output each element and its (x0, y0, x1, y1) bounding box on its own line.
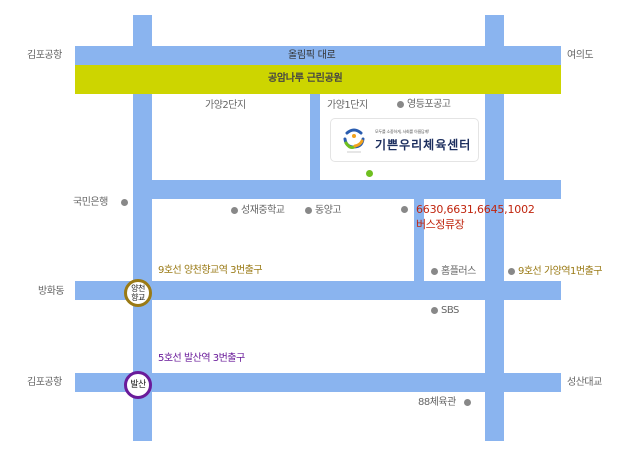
label-seongsan-bridge: 성산대교 (567, 377, 602, 388)
road-vertical-right (485, 15, 504, 441)
bus-stop-label: 버스정류장 (416, 218, 465, 231)
road-horizontal-1 (133, 180, 561, 199)
label-gayang-1-danji: 가양1단지 (327, 100, 368, 111)
bus-stop-routes: 6630,6631,6645,1002 (416, 203, 535, 216)
kookmin-bank-dot-icon (121, 199, 128, 206)
balsan-station[interactable]: 발산 (124, 371, 152, 399)
label-88-gym: 88체육관 (418, 397, 456, 408)
road-vertical-short (414, 195, 424, 281)
balsan-station-name: 발산 (130, 379, 146, 390)
dongyang-hs-dot-icon (305, 207, 312, 214)
label-yeongdeungpo-hs: 영등포공고 (407, 99, 451, 110)
road-olympic (75, 46, 561, 65)
label-banghwa-dong: 방화동 (38, 286, 65, 297)
yeongdeungpo-hs-dot-icon (397, 101, 404, 108)
label-seongjae-ms: 성재중학교 (241, 205, 285, 216)
label-gimpo-airport-top: 김포공항 (27, 50, 62, 61)
gayang-station-exit-label: 9호선 가양역1번출구 (518, 266, 603, 277)
sbs-dot-icon (431, 307, 438, 314)
park-gongamnaru (75, 65, 561, 94)
road-horizontal-3 (75, 373, 561, 392)
gayang-station-dot-icon (508, 268, 515, 275)
label-gayang-2-danji: 가양2단지 (205, 100, 246, 111)
yangcheon-station-name-2: 향교 (131, 293, 145, 302)
seongjae-ms-dot-icon (231, 207, 238, 214)
yangcheon-hyanggyo-station[interactable]: 양천 향교 (124, 279, 152, 307)
logo-name: 기쁜우리체육센터 (375, 138, 472, 152)
bus-stop-dot-icon (401, 206, 408, 213)
balsan-station-exit-label: 5호선 발산역 3번출구 (158, 353, 245, 364)
olympic-road-label: 올림픽 대로 (288, 50, 336, 61)
park-label: 공암나루 근린공원 (268, 73, 343, 84)
yangcheon-station-exit-label: 9호선 양천향교역 3번출구 (158, 265, 263, 276)
destination-logo[interactable]: 모두를 소중하게, 사회를 아름답게! 기쁜우리체육센터 (330, 118, 479, 162)
road-vertical-left (133, 15, 152, 441)
destination-marker-icon (366, 170, 373, 177)
label-kookmin-bank: 국민은행 (73, 197, 108, 208)
label-homeplus: 홈플러스 (441, 266, 476, 277)
label-yeouido: 여의도 (567, 50, 594, 61)
yangcheon-station-name-1: 양천 (131, 284, 145, 293)
label-sbs: SBS (441, 305, 459, 316)
road-vertical-middle (310, 93, 320, 181)
road-horizontal-2 (75, 281, 561, 300)
homeplus-dot-icon (431, 268, 438, 275)
center-logo-icon (343, 128, 365, 153)
label-gimpo-airport-bottom: 김포공항 (27, 377, 62, 388)
label-dongyang-hs: 동양고 (315, 205, 342, 216)
gym88-dot-icon (464, 399, 471, 406)
logo-tagline: 모두를 소중하게, 사회를 아름답게! (375, 129, 430, 134)
